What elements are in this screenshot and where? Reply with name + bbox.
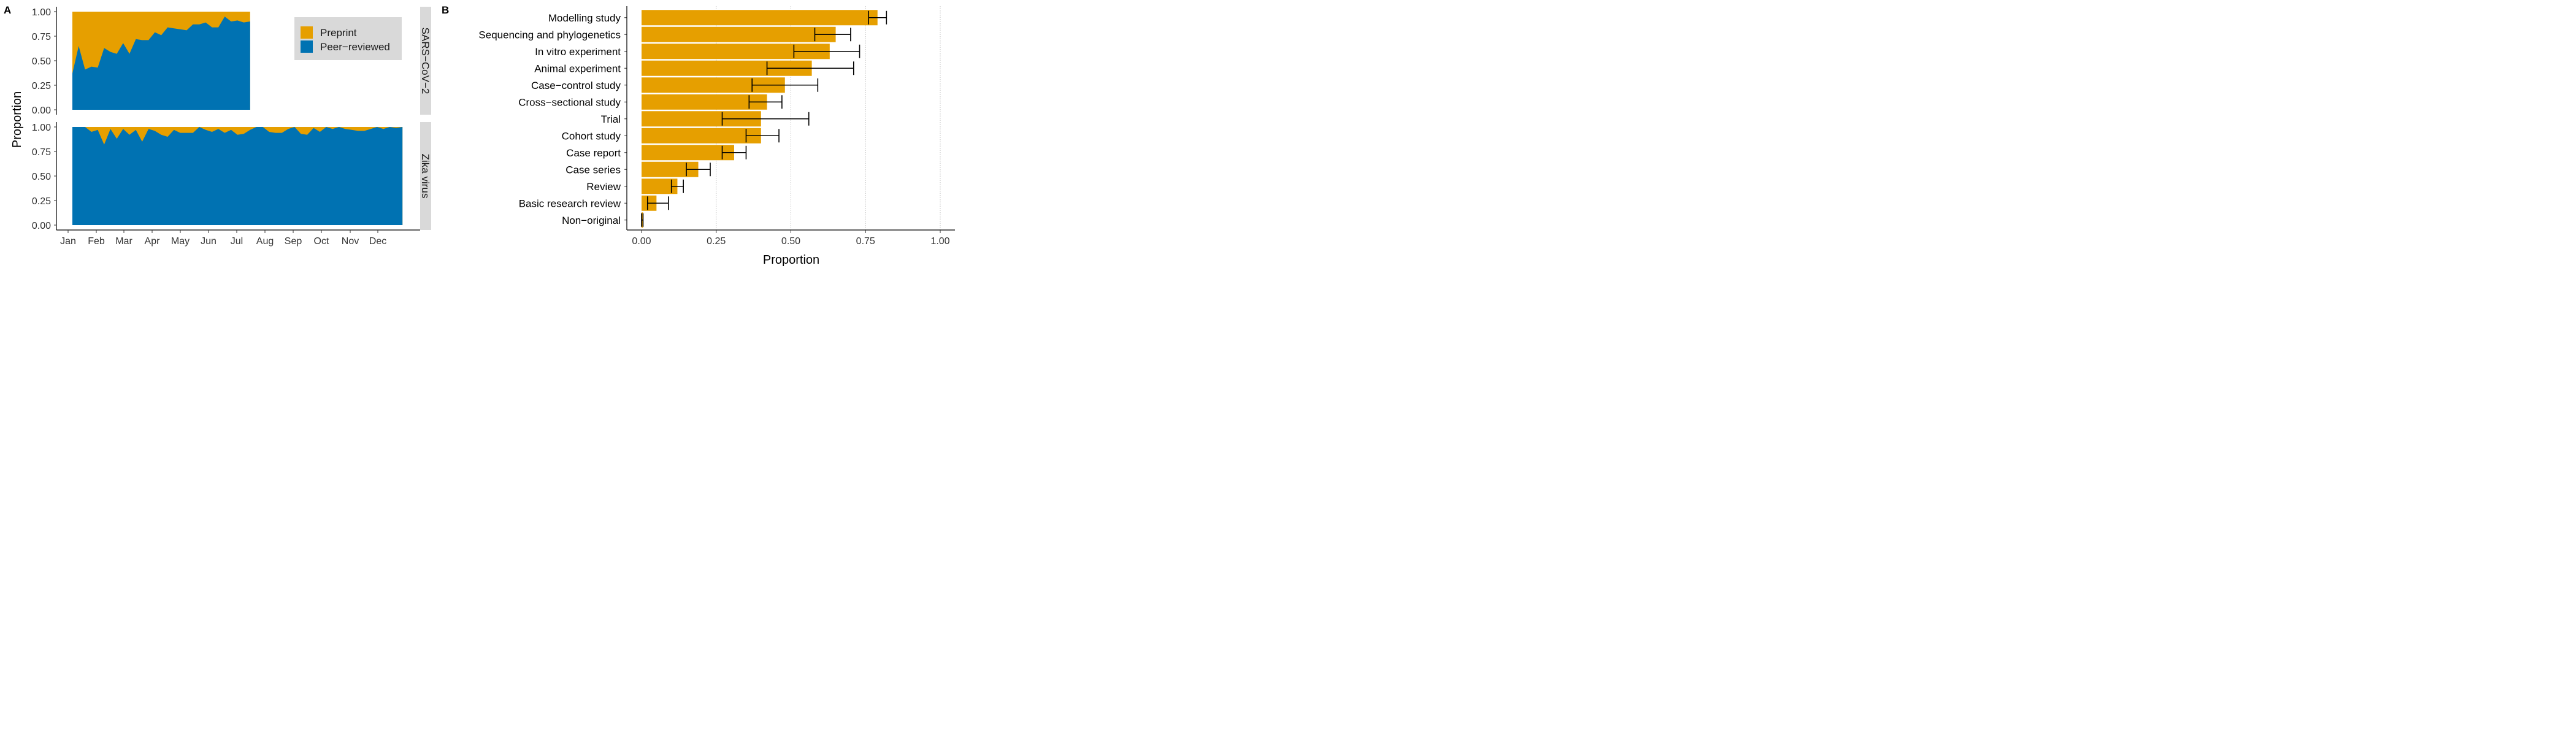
error-bar-case-report bbox=[721, 145, 747, 159]
bar-sequencing-and-phylogenetics bbox=[642, 26, 836, 42]
error-bar-review bbox=[670, 179, 684, 193]
category-label-basic-research-review: Basic research review bbox=[519, 197, 621, 209]
x-tick-label: Jul bbox=[231, 236, 243, 247]
category-label-case-report: Case report bbox=[566, 147, 621, 159]
x-tick-label: 0.25 bbox=[707, 236, 726, 247]
error-bar-trial bbox=[721, 112, 810, 126]
error-bar-modelling-study bbox=[868, 10, 887, 25]
y-tick-label-sars-cov-2: 0.50 bbox=[32, 56, 51, 67]
facet-zika-virus bbox=[72, 127, 403, 225]
y-tick-label-zika-virus: 0.00 bbox=[32, 221, 51, 231]
x-tick-label: Aug bbox=[256, 236, 274, 247]
x-tick-label: 0.50 bbox=[781, 236, 800, 247]
x-tick-label: Feb bbox=[88, 236, 105, 247]
panel-a-axes: 0.00 0.25 0.50 0.75 1.00 0.00 0.25 0.50 0.75 1.00… bbox=[32, 7, 420, 247]
area-peer-reviewed-sars-cov-2 bbox=[72, 17, 250, 110]
y-tick-label-sars-cov-2: 0.00 bbox=[32, 105, 51, 116]
error-bar-case-series bbox=[686, 163, 711, 177]
panel-b-x-axis-title: Proportion bbox=[763, 253, 819, 267]
x-tick-label: Mar bbox=[115, 236, 132, 247]
x-tick-label: Oct bbox=[314, 236, 329, 247]
x-tick-label: Nov bbox=[342, 236, 359, 247]
bar-cohort-study bbox=[642, 128, 761, 144]
error-bar-basic-research-review bbox=[646, 196, 669, 210]
x-tick-label: Sep bbox=[285, 236, 302, 247]
error-bar-cohort-study bbox=[745, 129, 780, 143]
x-tick-label: Apr bbox=[145, 236, 161, 247]
x-tick-label: Jun bbox=[201, 236, 217, 247]
figure: A Proportion SARS−CoV−2 Zika virus Prepr… bbox=[4, 4, 955, 267]
category-label-sequencing-and-phylogenetics: Sequencing and phylogenetics bbox=[478, 29, 621, 40]
legend-label-peer-reviewed: Peer−reviewed bbox=[320, 41, 390, 53]
category-label-trial: Trial bbox=[601, 113, 621, 125]
category-label-animal-experiment: Animal experiment bbox=[534, 63, 621, 74]
x-tick-label: Jan bbox=[60, 236, 76, 247]
x-tick-label: 0.00 bbox=[632, 236, 651, 247]
category-label-cross-sectional-study: Cross−sectional study bbox=[518, 96, 621, 108]
bar-cross-sectional-study bbox=[642, 94, 767, 110]
x-tick-label: 1.00 bbox=[930, 236, 949, 247]
error-bar-sequencing-and-phylogenetics bbox=[814, 28, 851, 42]
error-bar-cross-sectional-study bbox=[748, 95, 783, 109]
bar-modelling-study bbox=[642, 10, 878, 26]
bar-case-report bbox=[642, 145, 734, 161]
error-bar-case-control-study bbox=[751, 78, 819, 92]
category-label-case-control-study: Case−control study bbox=[531, 80, 621, 91]
area-peer-reviewed-zika-virus bbox=[72, 127, 403, 225]
panel-a-area-chart: SARS−CoV−2 Zika virus Preprint Peer−revi… bbox=[32, 7, 431, 247]
category-label-in-vitro-experiment: In vitro experiment bbox=[535, 46, 621, 58]
y-tick-label-zika-virus: 0.50 bbox=[32, 172, 51, 182]
legend-swatch-preprint bbox=[301, 26, 313, 39]
category-label-review: Review bbox=[586, 181, 621, 193]
legend-swatch-peer-reviewed bbox=[301, 40, 313, 53]
y-tick-label-sars-cov-2: 0.25 bbox=[32, 81, 51, 91]
x-tick-label: Dec bbox=[369, 236, 386, 247]
strip-label-sars-cov-2: SARS−CoV−2 bbox=[420, 28, 431, 94]
error-bar-in-vitro-experiment bbox=[793, 44, 861, 58]
panel-a-y-axis-title: Proportion bbox=[10, 91, 24, 148]
panel-a-tag: A bbox=[4, 4, 11, 16]
facet-sars-cov-2 bbox=[72, 12, 250, 110]
legend: Preprint Peer−reviewed bbox=[294, 17, 402, 60]
category-label-cohort-study: Cohort study bbox=[562, 130, 621, 142]
category-label-non-original: Non−original bbox=[562, 215, 621, 226]
panel-b-tag: B bbox=[442, 4, 449, 16]
error-bar-non-original bbox=[641, 213, 644, 227]
error-bar-animal-experiment bbox=[766, 61, 854, 75]
y-tick-label-sars-cov-2: 0.75 bbox=[32, 32, 51, 42]
y-tick-label-zika-virus: 1.00 bbox=[32, 123, 51, 133]
strip-zika-bg bbox=[420, 122, 431, 230]
x-tick-label: May bbox=[171, 236, 190, 247]
legend-label-preprint: Preprint bbox=[320, 27, 357, 39]
category-label-modelling-study: Modelling study bbox=[548, 12, 621, 24]
x-tick-label: 0.75 bbox=[856, 236, 875, 247]
strip-sars-cov-2-bg bbox=[420, 7, 431, 115]
strip-label-zika-virus: Zika virus bbox=[420, 154, 431, 199]
category-label-case-series: Case series bbox=[565, 164, 621, 175]
y-tick-label-sars-cov-2: 1.00 bbox=[32, 7, 51, 18]
y-tick-label-zika-virus: 0.25 bbox=[32, 196, 51, 207]
y-tick-label-zika-virus: 0.75 bbox=[32, 147, 51, 158]
